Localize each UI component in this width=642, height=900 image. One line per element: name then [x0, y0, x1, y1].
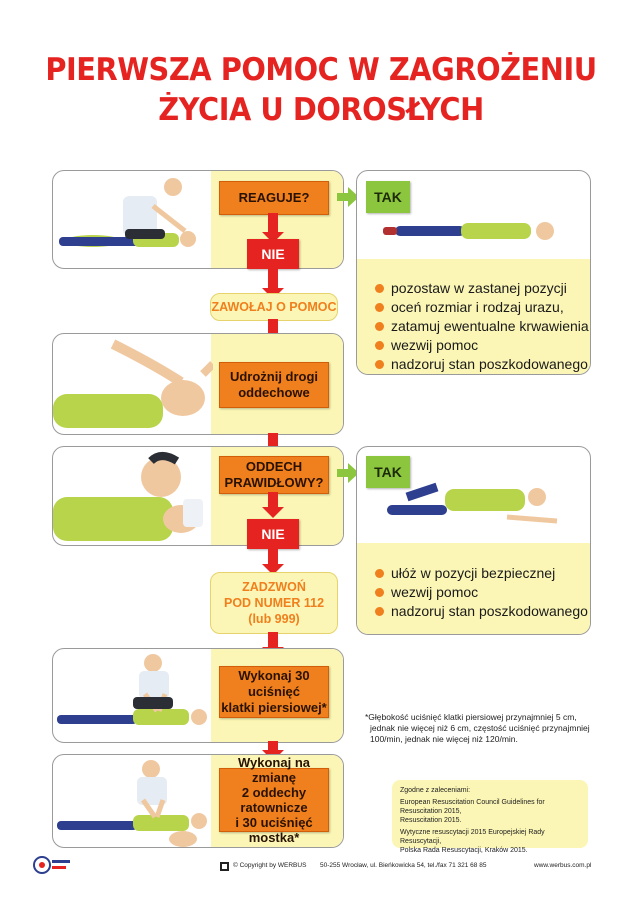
call-for-help-label: ZAWOŁAJ O POMOC: [211, 300, 337, 314]
compressions-label-line1: Wykonaj 30 uciśnięć: [238, 668, 310, 699]
recovery-position-illustration: [387, 482, 558, 524]
footer-copyright: © Copyright by WERBUS: [233, 862, 307, 869]
tak1-bullets: pozostaw w zastanej pozycji oceń rozmiar…: [373, 279, 589, 374]
cpr-cycle-illustration: [57, 760, 207, 847]
tak2-bullet: wezwij pomoc: [373, 583, 588, 602]
footnote-line: *Głębokość uciśnięć klatki piersiowej pr…: [365, 712, 577, 722]
breathing-label-line2: PRAWIDŁOWY?: [224, 475, 324, 490]
page-title-line1: PIERWSZA POMOC W ZAGROŻENIU: [45, 52, 597, 88]
guidelines-line: Resuscitation 2015.: [400, 817, 462, 824]
tak2-bullets: ułóż w pozycji bezpiecznej wezwij pomoc …: [373, 564, 588, 621]
airway-label-line1: Udrożnij drogi: [229, 369, 319, 384]
tak1-bullet: wezwij pomoc: [373, 336, 589, 355]
guidelines-heading: Zgodne z zaleceniami:: [400, 787, 471, 794]
guidelines-box: Zgodne z zaleceniami: European Resuscita…: [392, 780, 588, 854]
publisher-mark-icon: [220, 862, 229, 871]
footnote-line: 100/min, jednak nie więcej niż 120/min.: [370, 734, 518, 744]
tak1-bullet: oceń rozmiar i rodzaj urazu,: [373, 298, 589, 317]
compression-footnote: *Głębokość uciśnięć klatki piersiowej pr…: [365, 712, 595, 745]
nie-box-1: NIE: [247, 239, 299, 269]
arrow-down-6: [262, 549, 284, 575]
emergency-call-box: ZADZWOŃ POD NUMER 112 (lub 999): [210, 572, 338, 634]
rescuer-checking-response-illustration: [59, 178, 196, 247]
airway-label-line2: oddechowe: [238, 385, 310, 400]
tak2-bullet: ułóż w pozycji bezpiecznej: [373, 564, 588, 583]
footnote-line: jednak nie więcej niż 6 cm, częstość uci…: [370, 723, 590, 733]
arrow-down-2: [262, 269, 284, 299]
tak2-bullet: nadzoruj stan poszkodowanego: [373, 602, 588, 621]
breathing-check-illustration: [53, 452, 203, 541]
cpr-cycle-line2: 2 oddechy ratownicze: [240, 785, 308, 815]
tak-box-1: TAK: [366, 181, 410, 213]
page-title-line2: ŻYCIA U DOROSŁYCH: [158, 92, 484, 128]
footer-address: 50-255 Wrocław, ul. Bieńkowicka 54, tel.…: [320, 862, 487, 869]
arrow-down-5: [262, 492, 284, 518]
arrow-down-7: [262, 632, 284, 658]
airway-opening-illustration: [53, 339, 213, 428]
compressions-box: Wykonaj 30 uciśnięć klatki piersiowej*: [219, 666, 329, 718]
tak-box-2: TAK: [366, 456, 410, 488]
tak1-bullet: pozostaw w zastanej pozycji: [373, 279, 589, 298]
guidelines-line: European Resuscitation Council Guideline…: [400, 799, 545, 815]
breathing-label-line1: ODDECH: [245, 459, 303, 474]
reaguje-box: REAGUJE?: [219, 181, 329, 215]
footer-website: www.werbus.com.pl: [534, 862, 592, 869]
cpr-cycle-box: Wykonaj na zmianę 2 oddechy ratownicze i…: [219, 755, 329, 845]
nie-box-2: NIE: [247, 519, 299, 549]
emergency-call-line1: ZADZWOŃ: [242, 580, 306, 594]
breathing-box: ODDECH PRAWIDŁOWY?: [219, 456, 329, 494]
reaguje-label: REAGUJE?: [238, 190, 310, 205]
cpr-cycle-line1: Wykonaj na zmianę: [237, 755, 310, 785]
tak1-bullet-continued: zatamuj ewentualne krwawienia: [373, 317, 589, 336]
chest-compressions-illustration: [57, 654, 207, 725]
call-for-help-box: ZAWOŁAJ O POMOC: [210, 293, 338, 321]
guidelines-line: Wytyczne resuscytacji 2015 Europejskiej …: [400, 829, 545, 845]
arrow-down-8: [262, 741, 284, 761]
emergency-call-line2: POD NUMER 112: [223, 596, 325, 610]
cpr-cycle-line3: i 30 uciśnięć mostka*: [235, 815, 313, 845]
emergency-call-line3: (lub 999): [248, 612, 300, 626]
airway-box: Udrożnij drogi oddechowe: [219, 362, 329, 408]
arrow-right-tak-1: [337, 187, 359, 207]
compressions-label-line2: klatki piersiowej*: [221, 700, 327, 715]
arrow-right-tak-2: [337, 463, 359, 483]
publisher-logo: [33, 856, 70, 874]
arrow-down-1: [262, 213, 284, 243]
tak1-bullet: nadzoruj stan poszkodowanego: [373, 355, 589, 374]
person-lying-illustration: [383, 222, 554, 240]
guidelines-line: Polska Rada Resuscytacji, Kraków 2015.: [400, 847, 528, 854]
